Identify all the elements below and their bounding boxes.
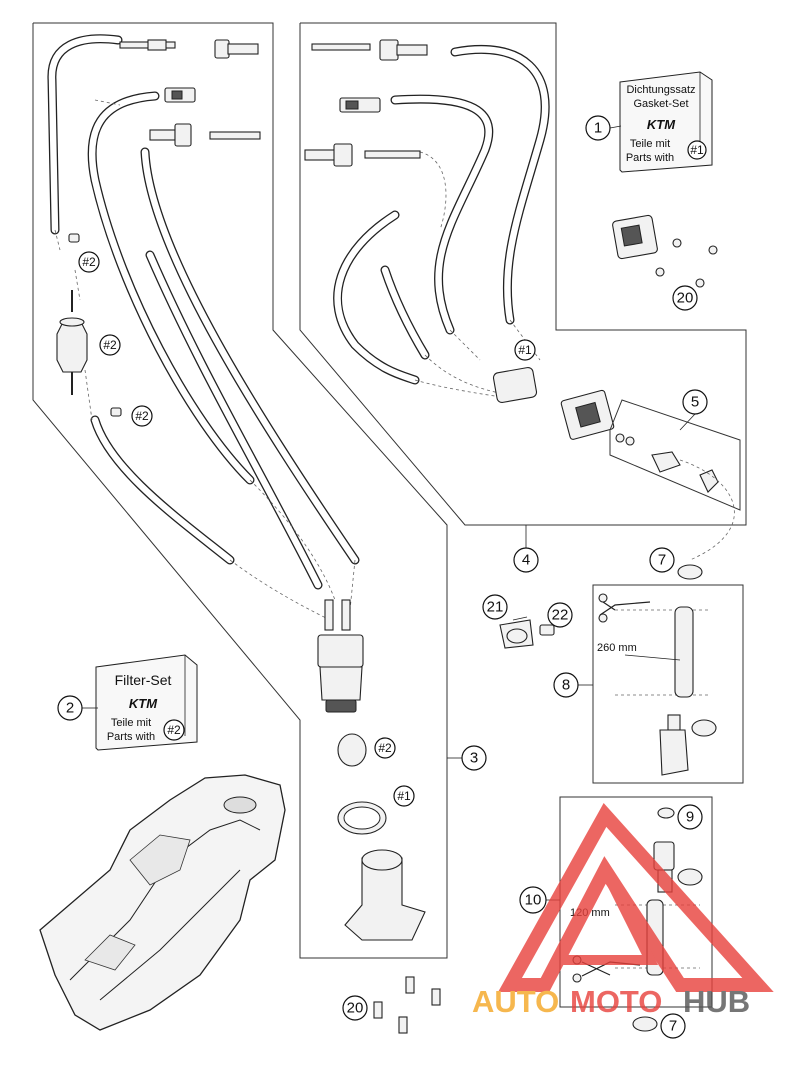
callout-22: 22 (552, 607, 569, 624)
gasket-set-line4: Parts with (626, 152, 674, 164)
top-left-fittings (119, 39, 261, 147)
flange-bolts (612, 214, 718, 288)
gasket-set-brand: KTM (647, 117, 676, 132)
fuel-pump (317, 599, 426, 941)
gasket-set-line3: Teile mit (630, 138, 670, 150)
watermark-auto: AUTO (472, 984, 559, 1019)
filter-set-line4: Parts with (107, 731, 155, 743)
hose-lines-left (47, 34, 360, 621)
callout-1: 1 (594, 120, 602, 137)
callout-3: 3 (470, 750, 478, 767)
watermark-logo: AUTO MOTO HUB (472, 803, 774, 1019)
filter-set-line1: Filter-Set (115, 672, 172, 688)
gasket-set-ref: #1 (690, 143, 704, 157)
callout-8: 8 (562, 677, 570, 694)
callout-21: 21 (487, 599, 504, 616)
filter-set-box: Filter-Set KTM Teile mit Parts with #2 (95, 654, 198, 751)
callout-20-top: 20 (677, 290, 694, 307)
top-right-fittings (304, 39, 428, 167)
dimension-260: 260 mm (597, 642, 637, 654)
callout-5: 5 (691, 394, 699, 411)
clamp-and-screw (499, 619, 555, 649)
fuel-filter (56, 233, 122, 417)
ref-2-d: #2 (378, 741, 392, 755)
filter-set-ref: #2 (167, 723, 181, 737)
callout-10: 10 (525, 892, 542, 909)
filter-set-brand: KTM (129, 696, 158, 711)
gasket-set-box: Dichtungssatz Gasket-Set KTM Teile mit P… (619, 71, 713, 173)
pump-flange (492, 366, 615, 440)
callout-7-top: 7 (658, 552, 666, 569)
ref-2-a: #2 (82, 255, 96, 269)
quick-connector-box (609, 399, 741, 561)
gasket-set-line1: Dichtungssatz (626, 84, 695, 96)
group-frames (32, 22, 747, 959)
ref-1-a: #1 (518, 343, 532, 357)
gasket-set-line2: Gasket-Set (633, 98, 688, 110)
ref-2-c: #2 (135, 409, 149, 423)
ref-1-b: #1 (397, 789, 411, 803)
callout-2: 2 (66, 700, 74, 717)
callout-9: 9 (686, 809, 694, 826)
bottom-bolts (373, 976, 441, 1034)
fuel-tank (39, 774, 286, 1031)
watermark-moto: MOTO (570, 984, 662, 1019)
kit-refs: #2 #2 #2 #1 #2 #1 (78, 251, 536, 807)
filter-set-line3: Teile mit (111, 717, 151, 729)
watermark-hub: HUB (683, 984, 750, 1019)
callout-20-bottom: 20 (347, 1000, 364, 1017)
callouts: 1 2 3 4 5 7 7 8 9 10 20 20 21 22 (57, 115, 708, 1039)
callout-7-bottom: 7 (669, 1018, 677, 1035)
hose-260-box: 260 mm (592, 564, 744, 784)
callout-4: 4 (522, 552, 530, 569)
ref-2-b: #2 (103, 338, 117, 352)
